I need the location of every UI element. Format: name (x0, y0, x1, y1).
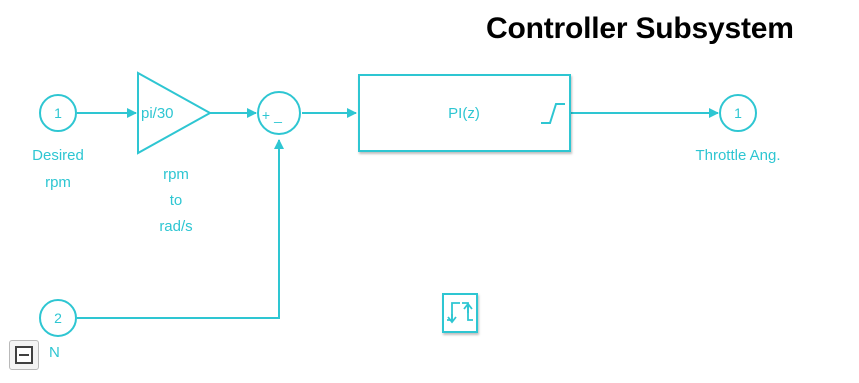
outport-1-label: Throttle Ang. (695, 147, 780, 164)
gain-block[interactable]: pi/30 rpm to rad/s (137, 71, 213, 235)
saturation-step-icon (541, 103, 565, 124)
inport-1-circle[interactable] (39, 94, 77, 132)
outport-1-number: 1 (734, 105, 742, 121)
gain-label-line-3: rad/s (159, 218, 192, 235)
pid-block-text: PI(z) (448, 105, 480, 122)
inport-1[interactable]: 1 Desired rpm (32, 94, 84, 191)
sum-sign-plus: + (262, 107, 270, 123)
gain-label-line-1: rpm (163, 166, 189, 183)
pid-controller-block[interactable]: PI(z) (358, 74, 571, 152)
inport-1-label-line-2: rpm (45, 174, 71, 191)
rate-transition-badge[interactable] (442, 293, 478, 333)
inport-2-circle[interactable] (39, 299, 77, 337)
inport-2-number: 2 (54, 310, 62, 326)
sum-block[interactable]: + _ (257, 91, 301, 135)
inport-1-number: 1 (54, 105, 62, 121)
sum-circle[interactable] (257, 91, 301, 135)
rate-transition-icon (447, 302, 473, 324)
signal-lines (77, 108, 719, 319)
collapse-button[interactable] (9, 340, 39, 370)
pid-block-body[interactable] (358, 74, 571, 152)
collapse-minus-icon (15, 346, 33, 364)
inport-2-label: N (49, 344, 60, 361)
rate-transition-box[interactable] (442, 293, 478, 333)
gain-value: pi/30 (141, 105, 174, 122)
diagram-title: Controller Subsystem (486, 12, 794, 45)
inport-1-label-line-1: Desired (32, 147, 84, 164)
signal-in2-to-sum[interactable] (77, 139, 284, 319)
gain-label-line-2: to (170, 192, 183, 209)
inport-2[interactable]: 2 N (39, 299, 77, 361)
outport-1-circle[interactable] (719, 94, 757, 132)
gain-triangle[interactable] (137, 71, 213, 155)
outport-1[interactable]: 1 Throttle Ang. (695, 94, 781, 164)
sum-sign-minus: _ (273, 107, 282, 123)
